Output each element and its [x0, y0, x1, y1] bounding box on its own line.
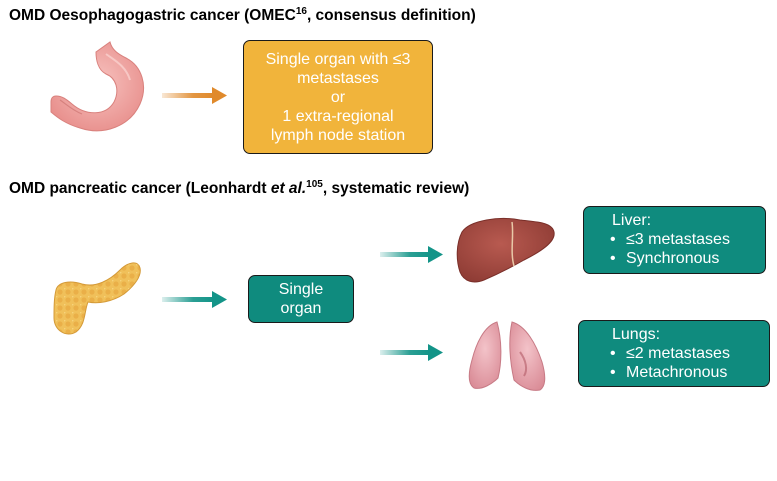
oeso-line-5: lymph node station [270, 126, 406, 144]
oeso-line-1: Single organ with ≤3 [265, 50, 411, 68]
lungs-criteria-box: Lungs: ≤2 metastases Metachronous [578, 320, 770, 387]
heading-oesophagogastric-ref: 16 [295, 6, 307, 17]
single-organ-line-2: organ [280, 300, 322, 317]
lungs-criteria-item: ≤2 metastases [606, 344, 769, 363]
liver-criteria-item: Synchronous [606, 249, 765, 268]
liver-criteria-item: ≤3 metastases [606, 230, 765, 249]
oeso-line-3: or [330, 88, 346, 106]
single-organ-box: Single organ [248, 275, 354, 323]
stomach-icon [50, 41, 144, 132]
lungs-box-title: Lungs: [612, 326, 661, 343]
arrow-to-lungs [380, 344, 443, 361]
oesophagogastric-criteria-box: Single organ with ≤3 metastases or 1 ext… [243, 40, 433, 154]
liver-criteria-list: ≤3 metastases Synchronous [606, 230, 765, 268]
arrow-stomach-to-criteria [162, 87, 227, 104]
heading-pancreatic: OMD pancreatic cancer (Leonhardt et al.1… [9, 179, 469, 198]
heading-pancreatic-italic: et al. [270, 180, 307, 198]
lungs-icon [468, 321, 546, 391]
liver-criteria-box: Liver: ≤3 metastases Synchronous [583, 206, 766, 274]
heading-pancreatic-main: OMD pancreatic cancer (Leonhardt [9, 180, 271, 198]
lungs-criteria-item: Metachronous [606, 363, 769, 382]
single-organ-line-1: Single [278, 281, 324, 298]
heading-oesophagogastric-main: OMD Oesophagogastric cancer (OMEC [9, 7, 296, 25]
heading-pancreatic-ref: 105 [306, 179, 323, 190]
heading-pancreatic-rest: , systematic review) [322, 180, 470, 198]
liver-icon [456, 218, 555, 283]
lungs-criteria-list: ≤2 metastases Metachronous [606, 344, 769, 382]
oeso-line-2: metastases [297, 69, 379, 87]
heading-oesophagogastric: OMD Oesophagogastric cancer (OMEC16, con… [9, 6, 476, 25]
arrow-pancreas-to-single-organ [162, 291, 227, 308]
oeso-line-4: 1 extra-regional [282, 107, 394, 125]
heading-oesophagogastric-rest: , consensus definition) [306, 7, 476, 25]
liver-box-title: Liver: [612, 212, 652, 229]
arrow-to-liver [380, 246, 443, 263]
pancreas-icon [53, 262, 141, 335]
